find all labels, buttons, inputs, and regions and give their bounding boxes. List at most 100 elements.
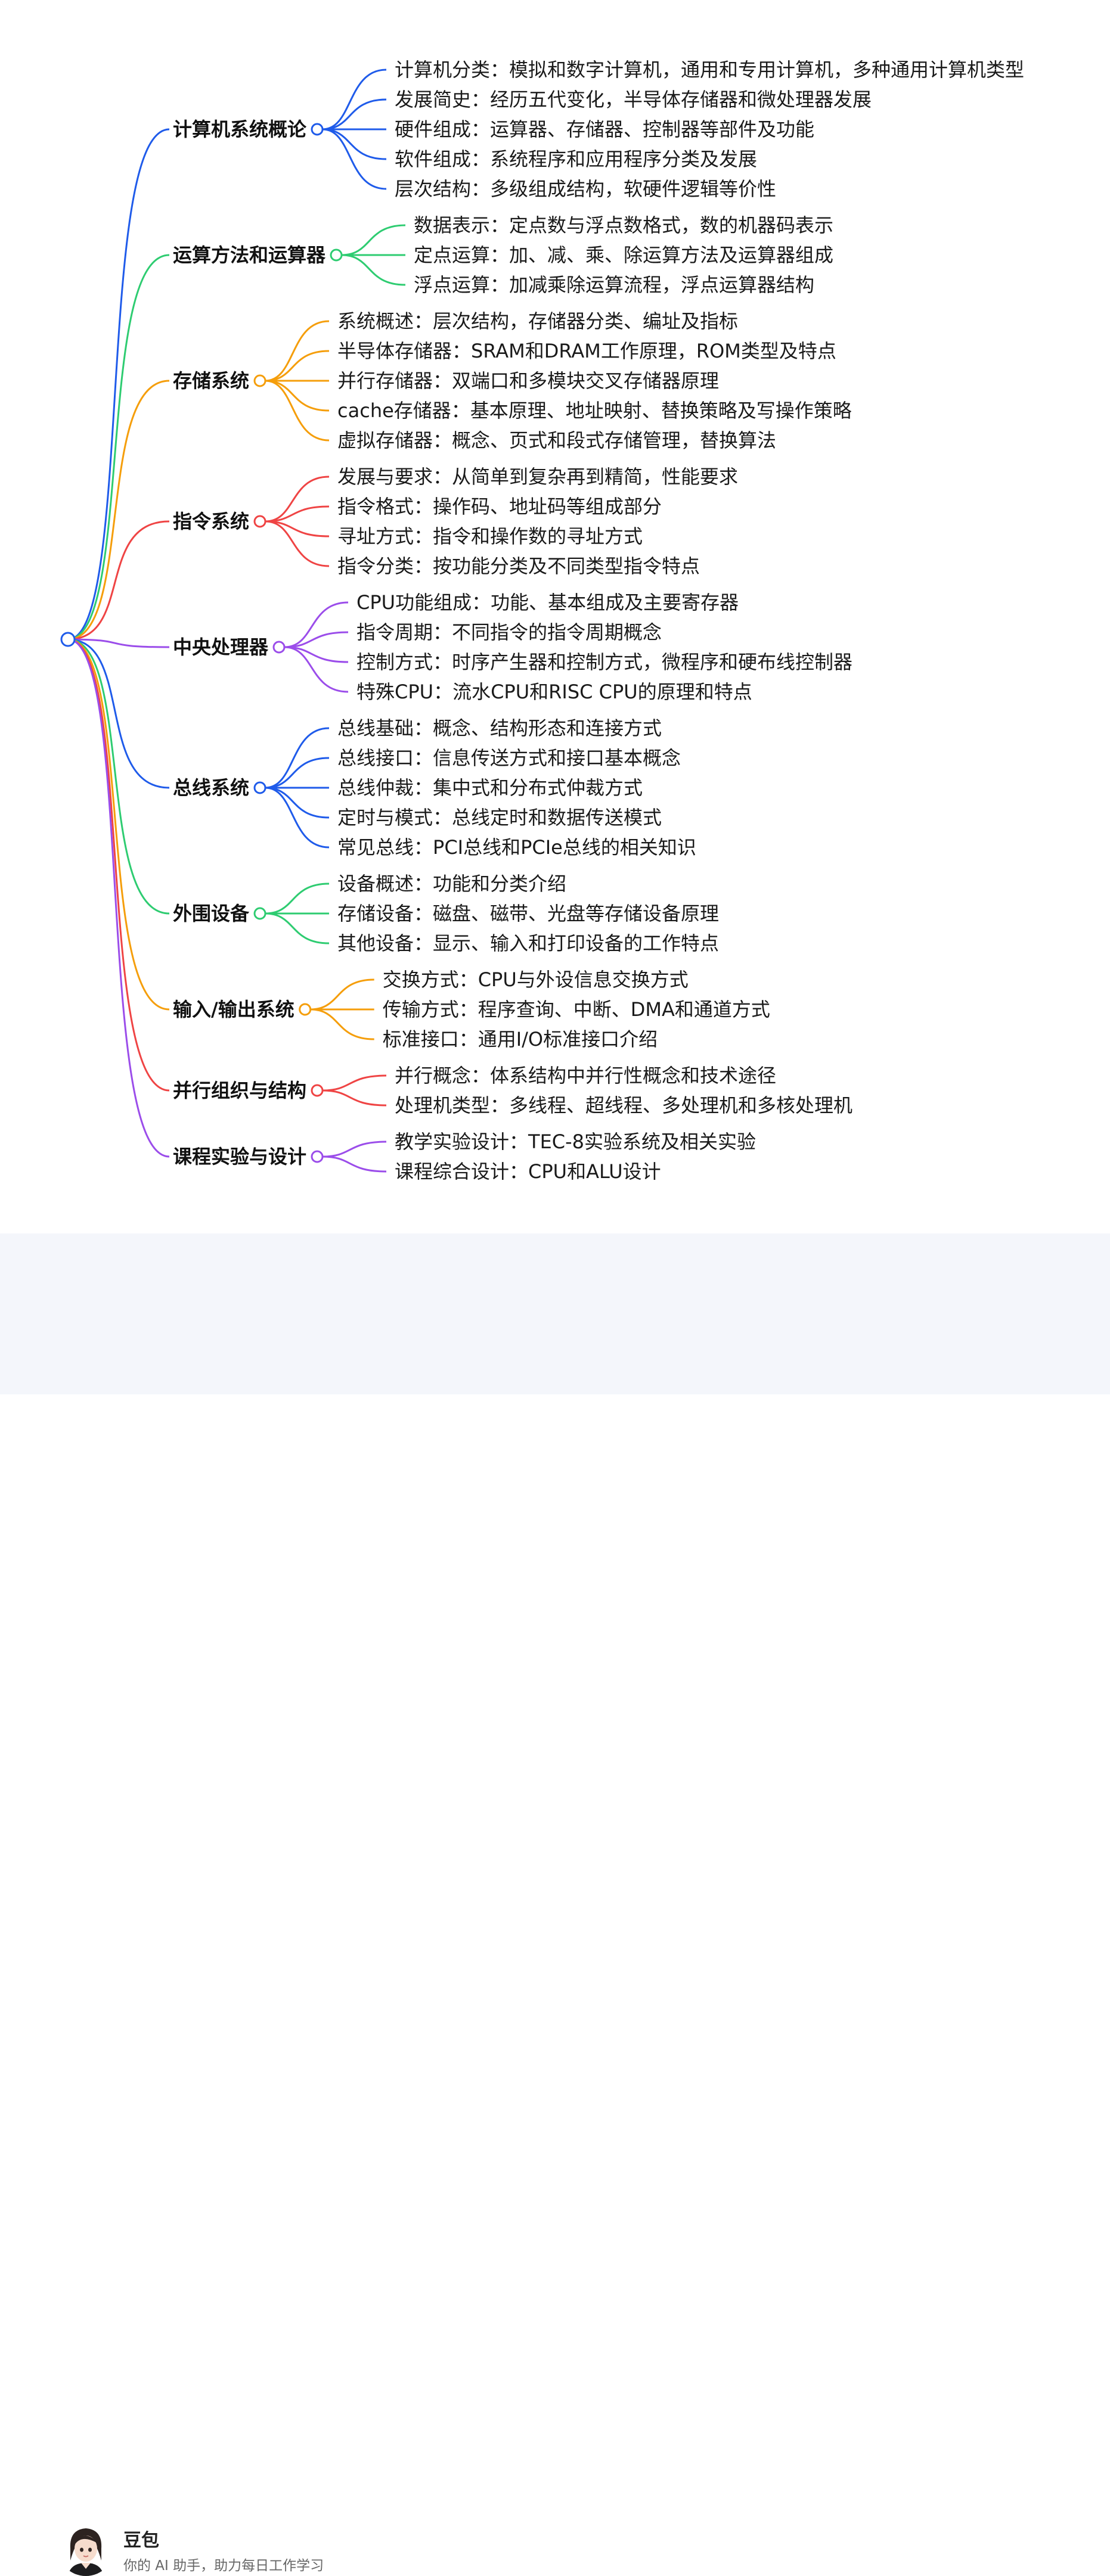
branch-connector <box>67 638 170 915</box>
leaf-label: 存储设备：磁盘、磁带、光盘等存储设备原理 <box>337 902 719 925</box>
leaf-label: 交换方式：CPU与外设信息交换方式 <box>383 968 689 991</box>
branch-label: 存储系统 <box>173 369 249 392</box>
leaf-connector <box>323 1074 387 1092</box>
branch-connector <box>67 380 170 641</box>
leaf-connector <box>284 601 349 648</box>
branch-label: 计算机系统概论 <box>173 118 307 141</box>
leaf-label: 层次结构：多级组成结构，软硬件逻辑等价性 <box>395 178 776 200</box>
leaf-label: 总线仲裁：集中式和分布式仲裁方式 <box>337 776 643 799</box>
branch-connector <box>67 638 170 1158</box>
leaf-label: 控制方式：时序产生器和控制方式，微程序和硬布线控制器 <box>356 651 852 673</box>
leaf-label: 处理机类型：多线程、超线程、多处理机和多核处理机 <box>395 1094 852 1117</box>
leaf-label: 设备概述：功能和分类介绍 <box>337 872 566 895</box>
leaf-label: 系统概述：层次结构，存储器分类、编址及指标 <box>337 310 738 333</box>
branch-node[interactable] <box>253 515 266 528</box>
leaf-connector <box>265 520 330 567</box>
leaf-connector <box>265 883 330 915</box>
branch-node[interactable] <box>253 907 266 920</box>
branch-node[interactable] <box>253 374 266 387</box>
leaf-connector <box>323 1089 387 1107</box>
leaf-connector <box>323 128 387 160</box>
branch-node[interactable] <box>311 1150 324 1163</box>
branch-label: 输入/输出系统 <box>173 998 294 1021</box>
branch-node[interactable] <box>253 781 266 794</box>
leaf-connector <box>310 1008 374 1040</box>
branch-label: 运算方法和运算器 <box>173 244 326 266</box>
leaf-connector <box>342 224 406 256</box>
branch-label: 外围设备 <box>173 902 250 925</box>
branch-label: 总线系统 <box>173 776 249 799</box>
branch-node[interactable] <box>311 1084 324 1097</box>
leaf-label: 软件组成：系统程序和应用程序分类及发展 <box>395 148 757 170</box>
node-layer: 计算机系统概论 计算机分类：模拟和数字计算机，通用和专用计算机，多种通用计算机类型… <box>60 58 1024 1183</box>
leaf-connector <box>265 912 330 944</box>
connector-layer <box>67 69 406 1173</box>
brand-name: 豆包 <box>123 2530 159 2551</box>
branch-node[interactable] <box>299 1003 312 1016</box>
branch-label: 指令系统 <box>173 510 249 533</box>
root-node[interactable] <box>60 632 76 647</box>
branch-label: 中央处理器 <box>173 636 269 658</box>
branch-node[interactable] <box>272 641 286 654</box>
leaf-connector <box>265 757 330 789</box>
leaf-label: 课程综合设计：CPU和ALU设计 <box>395 1160 661 1183</box>
leaf-label: 虚拟存储器：概念、页式和段式存储管理，替换算法 <box>337 429 776 452</box>
leaf-connector <box>265 350 330 382</box>
branch-connector <box>67 128 170 641</box>
branch-connector <box>67 638 170 789</box>
leaf-connector <box>284 631 349 648</box>
leaf-label: 其他设备：显示、输入和打印设备的工作特点 <box>337 932 719 955</box>
leaf-connector <box>284 646 349 693</box>
branch-label: 并行组织与结构 <box>173 1079 306 1102</box>
branch-node[interactable] <box>311 123 324 136</box>
leaf-connector <box>323 1155 387 1173</box>
leaf-connector <box>322 69 387 130</box>
leaf-connector <box>265 727 330 789</box>
leaf-label: 并行存储器：双端口和多模块交叉存储器原理 <box>337 369 719 392</box>
leaf-label: 发展简史：经历五代变化，半导体存储器和微处理器发展 <box>395 88 872 111</box>
branch-connector <box>67 638 170 1092</box>
leaf-connector <box>322 128 387 190</box>
leaf-label: 标准接口：通用I/O标准接口介绍 <box>383 1028 658 1051</box>
leaf-connector <box>265 787 330 849</box>
leaf-label: 并行概念：体系结构中并行性概念和技术途径 <box>395 1064 776 1087</box>
mindmap-canvas: 计算机系统概论 计算机分类：模拟和数字计算机，通用和专用计算机，多种通用计算机类型… <box>60 58 1024 1183</box>
leaf-connector <box>284 646 349 663</box>
leaf-label: 特殊CPU：流水CPU和RISC CPU的原理和特点 <box>356 680 752 703</box>
leaf-connector <box>265 520 330 537</box>
leaf-label: 数据表示：定点数与浮点数格式，数的机器码表示 <box>414 214 833 237</box>
leaf-label: 寻址方式：指令和操作数的寻址方式 <box>337 525 643 548</box>
leaf-label: 半导体存储器：SRAM和DRAM工作原理，ROM类型及特点 <box>337 340 836 362</box>
leaf-connector <box>323 98 387 130</box>
branch-node[interactable] <box>330 248 343 262</box>
leaf-label: 硬件组成：运算器、存储器、控制器等部件及功能 <box>395 118 814 141</box>
leaf-connector <box>310 978 374 1011</box>
leaf-label: 计算机分类：模拟和数字计算机，通用和专用计算机，多种通用计算机类型 <box>395 58 1024 81</box>
leaf-label: CPU功能组成：功能、基本组成及主要寄存器 <box>356 591 739 614</box>
avatar <box>57 2519 114 2576</box>
leaf-label: 总线基础：概念、结构形态和连接方式 <box>337 717 662 739</box>
avatar-icon <box>57 2519 114 2576</box>
leaf-connector <box>265 476 330 523</box>
leaf-label: 指令周期：不同指令的指令周期概念 <box>356 621 662 644</box>
leaf-connector <box>323 1141 387 1158</box>
branch-connector <box>67 520 170 641</box>
leaf-connector <box>265 380 330 442</box>
leaf-connector <box>265 787 330 819</box>
branch-connector <box>67 254 170 641</box>
leaf-label: 指令分类：按功能分类及不同类型指令特点 <box>337 555 700 577</box>
leaf-label: cache存储器：基本原理、地址映射、替换策略及写操作策略 <box>337 399 852 422</box>
leaf-connector <box>342 254 406 286</box>
leaf-label: 浮点运算：加减乘除运算流程，浮点运算器结构 <box>414 274 814 296</box>
branch-connector <box>67 638 170 648</box>
leaf-label: 传输方式：程序查询、中断、DMA和通道方式 <box>383 998 770 1021</box>
brand-tagline: 你的 AI 助手，助力每日工作学习 <box>123 2558 324 2574</box>
leaf-label: 教学实验设计：TEC-8实验系统及相关实验 <box>395 1130 756 1153</box>
leaf-label: 定时与模式：总线定时和数据传送模式 <box>337 806 662 829</box>
leaf-label: 定点运算：加、减、乘、除运算方法及运算器组成 <box>414 244 833 266</box>
leaf-connector <box>265 320 330 382</box>
leaf-label: 发展与要求：从简单到复杂再到精简，性能要求 <box>337 465 738 488</box>
branch-label: 课程实验与设计 <box>173 1145 306 1168</box>
leaf-label: 指令格式：操作码、地址码等组成部分 <box>337 495 662 518</box>
leaf-label: 总线接口：信息传送方式和接口基本概念 <box>337 747 681 769</box>
